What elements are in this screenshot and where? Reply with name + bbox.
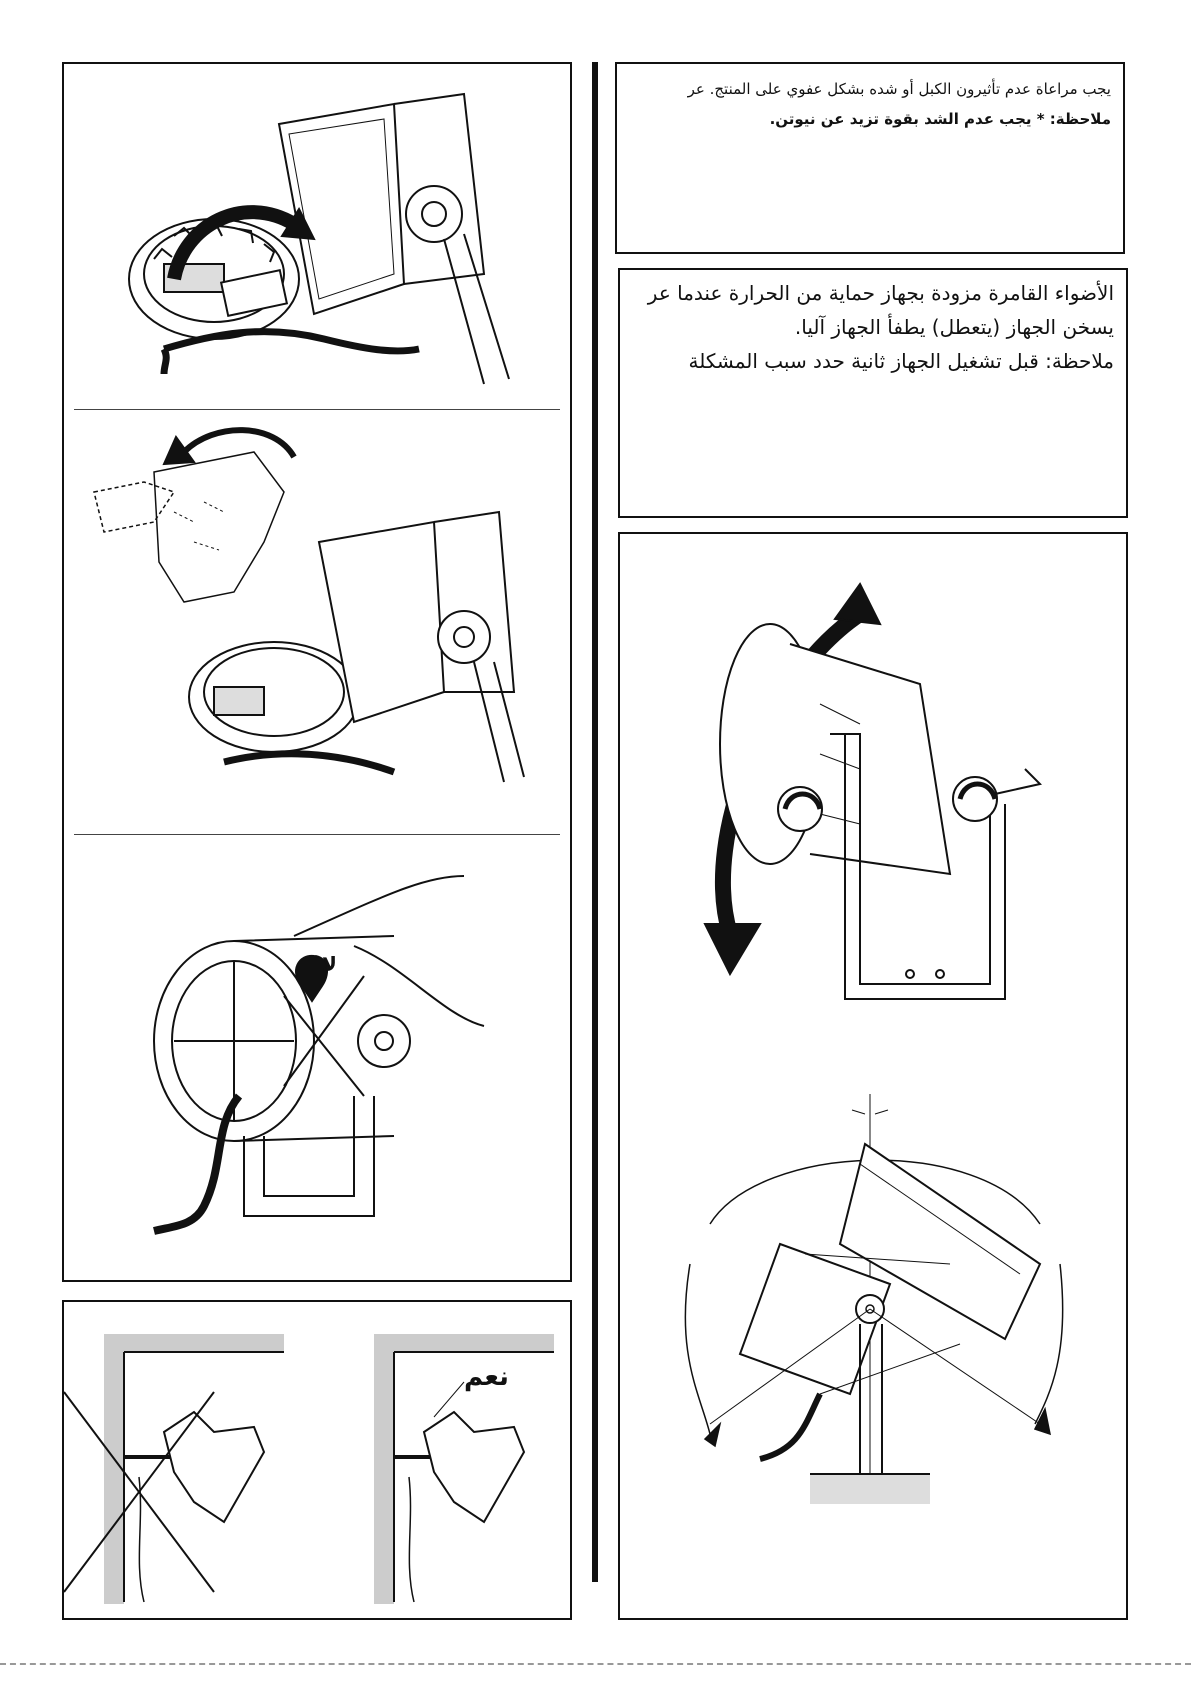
- divider: [74, 409, 560, 410]
- installation-steps-panel: لا: [62, 62, 572, 1282]
- step-sachet-illustration: [64, 412, 570, 802]
- wall-mount-panel: نعم: [62, 1300, 572, 1620]
- correct-label: نعم: [464, 1362, 509, 1392]
- thermal-note-line-2: يسخن الجهاز (يتعطل) يطفأ الجهاز آليا.: [632, 310, 1114, 344]
- step-terminal-illustration: [64, 64, 570, 404]
- column-separator: [592, 62, 598, 1582]
- cable-note-line-1: يجب مراعاة عدم تأثيرون الكبل أو شده بشكل…: [629, 74, 1111, 104]
- tilt-knob-illustration: [620, 554, 1126, 994]
- tilt-range-diagram: [620, 1094, 1126, 1594]
- divider: [74, 834, 560, 835]
- page-edge-dashes: [0, 1663, 1191, 1665]
- wrong-label: لا: [322, 952, 337, 976]
- thermal-note-line-3: ملاحظة: قبل تشغيل الجهاز ثانية حدد سبب ا…: [632, 344, 1114, 378]
- wall-mount-wrong-illustration: [64, 1302, 304, 1622]
- thermal-note-line-1: الأضواء القامرة مزودة بجهاز حماية من الح…: [632, 276, 1114, 310]
- wall-mount-correct-illustration: [334, 1302, 574, 1622]
- cable-note-line-2: ملاحظة: * يجب عدم الشد بقوة تزيد عن نيوت…: [629, 104, 1111, 134]
- cable-note-box: يجب مراعاة عدم تأثيرون الكبل أو شده بشكل…: [615, 62, 1125, 254]
- tilt-adjustment-panel: [618, 532, 1128, 1620]
- thermal-note-box: الأضواء القامرة مزودة بجهاز حماية من الح…: [618, 268, 1128, 518]
- step-cable-entry-illustration: [64, 836, 570, 1276]
